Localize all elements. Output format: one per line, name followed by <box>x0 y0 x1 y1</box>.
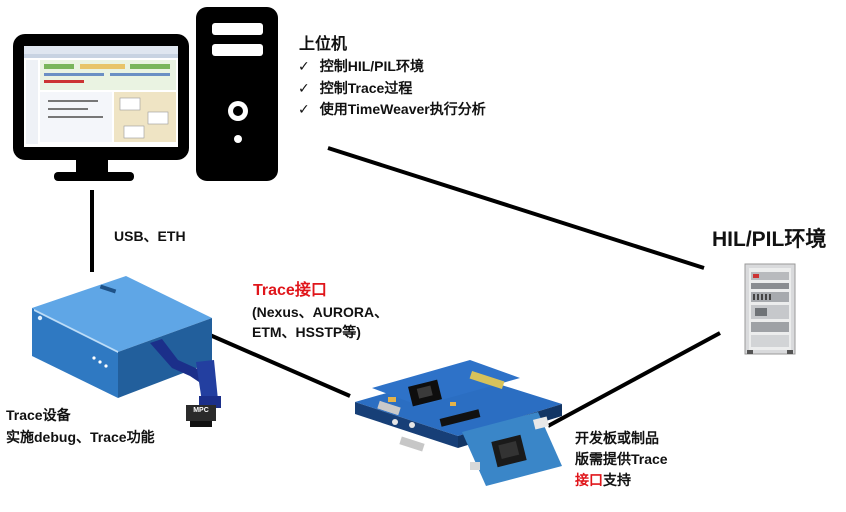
check-icon: ✓ <box>298 101 310 117</box>
host-device-link-label: USB、ETH <box>114 228 186 244</box>
host-feature-2-label: 控制Trace过程 <box>319 80 413 96</box>
pc-tower-icon <box>196 7 278 181</box>
trace-interface-line1: (Nexus、AURORA、 <box>252 304 389 320</box>
board-line3-highlight: 接口 <box>575 472 603 488</box>
eval-board-icon <box>355 360 562 486</box>
trace-interface-line2: ETM、HSSTP等) <box>252 324 361 340</box>
board-line3-rest: 支持 <box>603 472 631 488</box>
host-feature-2: ✓ 控制Trace过程 <box>298 78 412 99</box>
host-feature-3: ✓ 使用TimeWeaver执行分析 <box>298 99 486 120</box>
check-icon: ✓ <box>298 80 310 96</box>
trace-interface-title: Trace接口 <box>253 282 327 299</box>
board-line2: 版需提供Trace <box>575 451 668 467</box>
trace-device-title: Trace设备 <box>6 407 71 423</box>
board-line3: 接口支持 <box>575 470 631 491</box>
board-line1: 开发板或制品 <box>575 430 659 446</box>
host-feature-1-label: 控制HIL/PIL环境 <box>319 58 424 74</box>
check-icon: ✓ <box>298 58 310 74</box>
host-feature-1: ✓ 控制HIL/PIL环境 <box>298 56 424 77</box>
mpc-connector-label: MPC <box>193 407 209 414</box>
trace-device-icon <box>32 276 221 427</box>
connector-host-to-hil <box>327 146 705 270</box>
host-feature-3-label: 使用TimeWeaver执行分析 <box>319 101 486 117</box>
monitor-icon <box>13 34 189 181</box>
host-title: 上位机 <box>299 36 348 53</box>
hil-title: HIL/PIL环境 <box>712 228 827 251</box>
trace-device-function: 实施debug、Trace功能 <box>6 429 155 445</box>
connector-device-to-board <box>202 330 351 398</box>
connector-hil-to-board <box>547 331 721 428</box>
hil-rack-icon <box>744 263 796 355</box>
